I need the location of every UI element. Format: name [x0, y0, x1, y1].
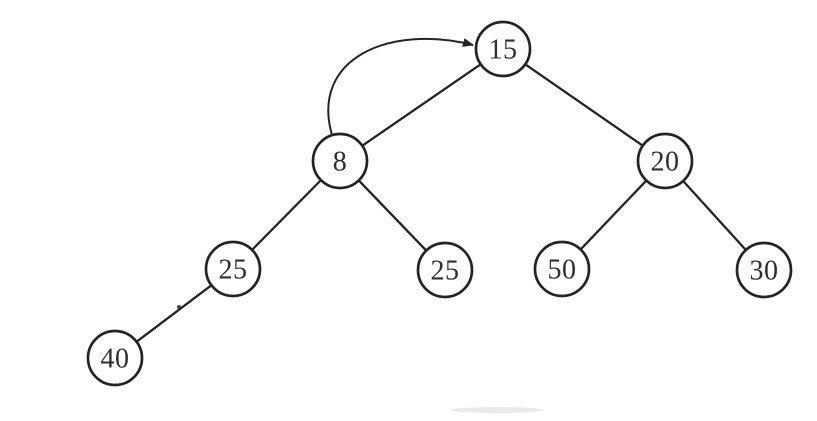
tree-node-8: 8	[311, 132, 369, 190]
node-circle-20	[636, 132, 694, 190]
node-circle-30	[735, 241, 793, 299]
tree-node-25a: 25	[204, 240, 262, 298]
node-label-15: 15	[489, 35, 518, 66]
edge-8-25b	[357, 179, 428, 252]
tree-node-15: 15	[474, 20, 532, 78]
node-circle-8	[311, 132, 369, 190]
edge-20-50	[579, 179, 648, 251]
tree-node-30: 30	[735, 241, 793, 299]
tree-node-25b: 25	[416, 241, 474, 299]
node-circle-15	[474, 20, 532, 78]
node-circle-40	[86, 329, 144, 387]
pointer-arrow-8-to-15	[327, 37, 474, 136]
scan-dot-artifact	[177, 305, 181, 309]
node-label-8: 8	[333, 147, 348, 178]
node-circle-25b	[416, 241, 474, 299]
node-circle-50	[533, 240, 591, 298]
node-label-30: 30	[750, 256, 779, 287]
tree-node-50: 50	[533, 240, 591, 298]
edge-25a-40	[135, 284, 213, 343]
node-circle-25a	[204, 240, 262, 298]
node-label-25b: 25	[431, 256, 460, 287]
node-label-20: 20	[651, 147, 680, 178]
node-label-40: 40	[101, 344, 130, 375]
scan-smudge-artifact	[451, 407, 543, 413]
edge-8-25a	[251, 179, 322, 251]
node-label-50: 50	[548, 255, 577, 286]
edge-15-20	[524, 63, 644, 147]
tree-root-group: 15 8 20 25 25 50 30 40	[86, 20, 793, 413]
tree-node-20: 20	[636, 132, 694, 190]
edge-20-30	[682, 180, 747, 251]
tree-node-40: 40	[86, 329, 144, 387]
edge-15-8	[361, 63, 482, 147]
node-label-25a: 25	[219, 255, 248, 286]
